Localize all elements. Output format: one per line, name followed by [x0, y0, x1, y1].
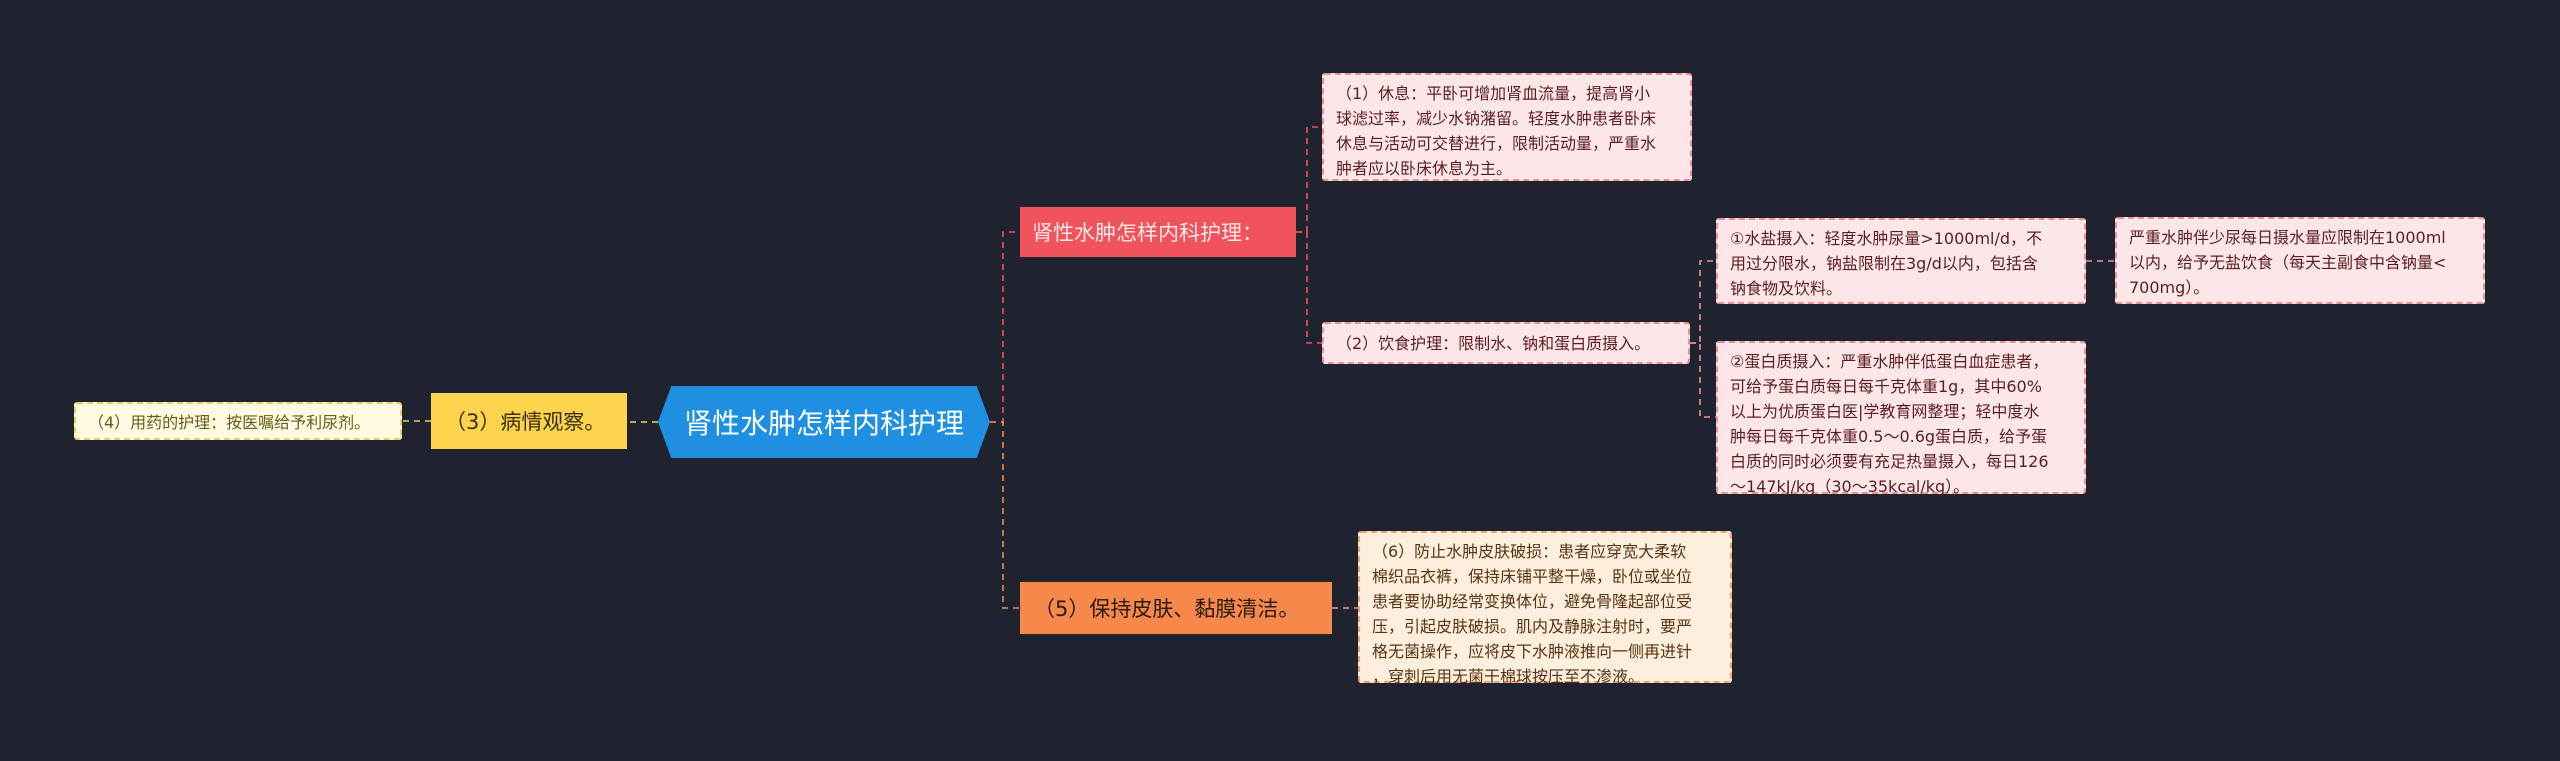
leaf-protein[interactable]: ②蛋白质摄入：严重水肿伴低蛋白血症患者， 可给予蛋白质每日每千克体重1g，其中6…: [1716, 341, 2086, 496]
link-root-internal: [990, 231, 1020, 423]
branch-observation[interactable]: （3）病情观察。: [431, 393, 627, 449]
branch-internal-care[interactable]: 肾性水肿怎样内科护理：: [1020, 207, 1296, 257]
link-internal-rest: [1296, 126, 1322, 233]
link-root-skin: [990, 421, 1020, 609]
leaf-diet[interactable]: （2）饮食护理：限制水、钠和蛋白质摄入。: [1322, 322, 1690, 364]
branch-skin-care[interactable]: （5）保持皮肤、黏膜清洁。: [1020, 582, 1332, 634]
leaf-skin-protection[interactable]: （6）防止水肿皮肤破损：患者应穿宽大柔软 棉织品衣裤，保持床铺平整干燥，卧位或坐…: [1358, 531, 1732, 686]
link-diet-protein: [1690, 342, 1716, 418]
root-node[interactable]: 肾性水肿怎样内科护理: [658, 386, 990, 458]
leaf-water-salt-severe[interactable]: 严重水肿伴少尿每日摄水量应限制在1000ml 以内，给予无盐饮食（每天主副食中含…: [2115, 217, 2485, 304]
leaf-rest[interactable]: （1）休息：平卧可增加肾血流量，提高肾小 球滤过率，减少水钠潴留。轻度水肿患者卧…: [1322, 73, 1692, 181]
link-diet-water: [1690, 260, 1716, 344]
link-internal-diet: [1296, 231, 1322, 344]
leaf-medication[interactable]: （4）用药的护理：按医嘱给予利尿剂。: [74, 402, 402, 440]
leaf-water-salt[interactable]: ①水盐摄入：轻度水肿尿量>1000ml/d，不 用过分限水，钠盐限制在3g/d以…: [1716, 218, 2086, 304]
